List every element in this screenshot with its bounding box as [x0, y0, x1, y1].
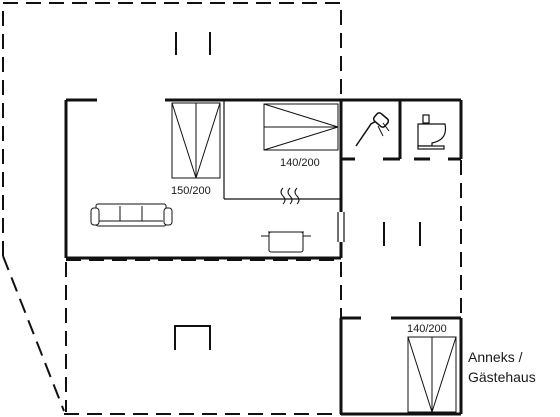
- bed-label-bedroom: 140/200: [280, 157, 320, 169]
- annex-label-line2: Gästehaus: [468, 369, 536, 385]
- interior-partitions: [223, 100, 345, 242]
- bed-label-living-room: 150/200: [171, 185, 211, 197]
- bed-bedroom: [263, 103, 339, 151]
- sofa-icon: [90, 203, 173, 227]
- terrace-outline: [2, 2, 462, 415]
- house-walls: [64, 98, 463, 260]
- annex-label-line1: Anneks /: [468, 349, 523, 365]
- opening-markers: [174, 32, 421, 350]
- shower-icon: [355, 112, 390, 147]
- annex-walls: [339, 316, 463, 416]
- bed-label-annex: 140/200: [407, 323, 447, 335]
- bed-annex: [407, 336, 457, 413]
- toilet-icon: [417, 114, 447, 150]
- stove-pot-icon: [261, 187, 311, 253]
- bed-living-room: [171, 102, 221, 179]
